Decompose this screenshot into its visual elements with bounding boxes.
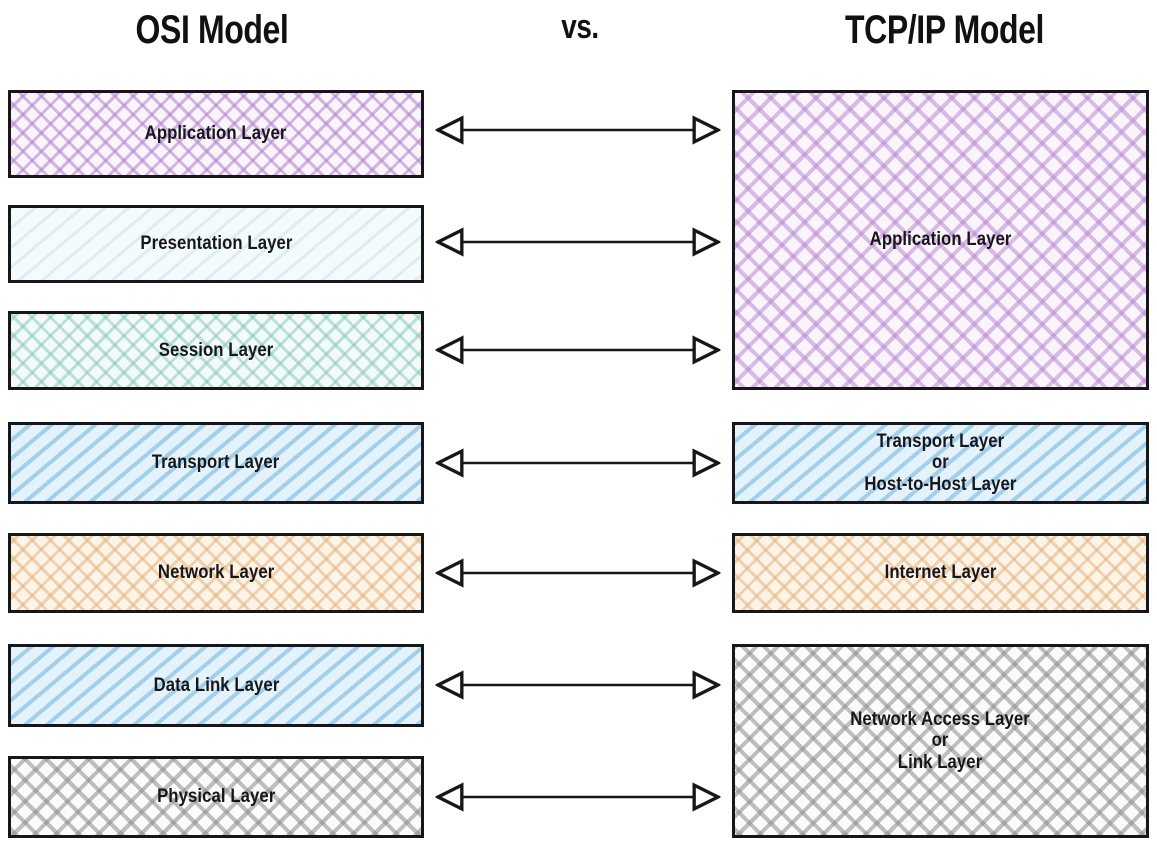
osi-layer-label: Application Layer	[145, 123, 287, 145]
osi-layer-session[interactable]: Session Layer	[8, 311, 424, 390]
hatch-pattern-diagonal-paleblue	[11, 208, 421, 280]
tcpip-model-column: Application Layer Transport Layer or Hos…	[732, 0, 1149, 851]
osi-column-title: OSI Model	[135, 8, 289, 52]
osi-layer-physical[interactable]: Physical Layer	[8, 756, 424, 838]
tcpip-layer-label: Network Access Layer or Link Layer	[850, 709, 1031, 773]
osi-layer-label: Data Link Layer	[153, 674, 279, 696]
osi-layer-transport[interactable]: Transport Layer	[8, 422, 424, 504]
hatch-pattern-diagonal-blue	[735, 425, 1146, 501]
hatch-pattern-crosshatch-gray	[11, 759, 421, 835]
osi-model-column: Application Layer Presentation Layer Ses…	[8, 0, 424, 851]
osi-layer-label: Network Layer	[157, 562, 275, 584]
hatch-pattern-crosshatch-orange	[11, 536, 421, 610]
tcpip-layer-network-access[interactable]: Network Access Layer or Link Layer	[732, 644, 1149, 838]
tcpip-layer-label: Internet Layer	[884, 562, 997, 584]
tcpip-layer-label: Transport Layer or Host-to-Host Layer	[864, 431, 1017, 495]
hatch-pattern-diagonal-blue	[11, 425, 421, 501]
hatch-pattern-crosshatch-purple	[11, 93, 421, 175]
osi-layer-data-link[interactable]: Data Link Layer	[8, 644, 424, 727]
osi-layer-label: Presentation Layer	[139, 233, 293, 255]
tcpip-layer-transport[interactable]: Transport Layer or Host-to-Host Layer	[732, 422, 1149, 504]
hatch-pattern-crosshatch-purple	[735, 93, 1146, 387]
tcpip-layer-application[interactable]: Application Layer	[732, 90, 1149, 390]
hatch-pattern-diagonal-blue	[11, 647, 421, 724]
tcpip-layer-label: Application Layer	[869, 229, 1012, 251]
versus-label: vs.	[561, 8, 599, 46]
hatch-pattern-crosshatch-gray	[735, 647, 1146, 835]
hatch-pattern-crosshatch-teal	[11, 314, 421, 387]
osi-layer-network[interactable]: Network Layer	[8, 533, 424, 613]
osi-layer-label: Physical Layer	[156, 786, 276, 808]
osi-layer-presentation[interactable]: Presentation Layer	[8, 205, 424, 283]
osi-layer-label: Session Layer	[158, 339, 274, 361]
osi-layer-application[interactable]: Application Layer	[8, 90, 424, 178]
tcpip-column-title: TCP/IP Model	[844, 8, 1045, 52]
hatch-pattern-crosshatch-orange	[735, 536, 1146, 610]
tcpip-layer-internet[interactable]: Internet Layer	[732, 533, 1149, 613]
osi-layer-label: Transport Layer	[152, 452, 280, 474]
